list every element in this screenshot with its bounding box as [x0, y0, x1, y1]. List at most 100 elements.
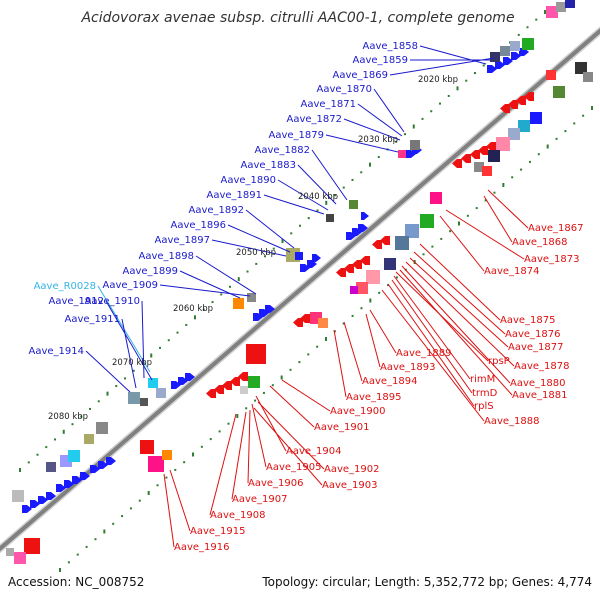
tick-mark	[377, 156, 380, 159]
forward-gene-label: Aave_1910	[85, 296, 141, 307]
reverse-gene-box	[240, 386, 248, 394]
leader-line	[343, 118, 401, 141]
forward-gene-label: Aave_1859	[353, 55, 409, 66]
leader-line	[257, 401, 325, 470]
tick-mark	[45, 446, 48, 449]
reverse-gene-arrow	[452, 159, 462, 168]
reverse-gene-box	[24, 538, 40, 554]
forward-gene-label: Aave_1912	[49, 296, 105, 307]
forward-gene-label: Aave_1890	[221, 175, 277, 186]
reverse-gene-box	[366, 270, 380, 284]
forward-gene-arrow	[22, 505, 32, 513]
forward-gene-arrow	[56, 484, 66, 492]
leader-line	[247, 409, 251, 484]
kbp-marker: 2080 kbp	[48, 412, 88, 422]
reverse-gene-box	[162, 450, 172, 460]
reverse-gene-box	[384, 258, 396, 270]
forward-gene-label: Aave_1897	[155, 235, 211, 246]
tick-mark	[299, 224, 301, 227]
leader-line	[281, 379, 331, 412]
tick-mark	[62, 429, 65, 434]
leader-line	[401, 265, 511, 384]
tick-mark	[194, 315, 196, 320]
reverse-gene-box	[430, 192, 442, 204]
tick-mark	[103, 529, 106, 534]
tick-mark	[71, 423, 74, 426]
reverse-gene-label: Aave_1900	[330, 406, 386, 417]
tick-mark	[89, 407, 91, 410]
tick-mark	[316, 209, 319, 212]
reverse-gene-arrow	[486, 142, 496, 151]
reverse-gene-arrow	[461, 154, 471, 163]
tick-mark	[138, 499, 141, 502]
tick-mark	[395, 276, 398, 279]
leader-line	[85, 350, 131, 393]
tick-mark	[333, 330, 336, 333]
forward-gene-labels: Aave_1858Aave_1859Aave_1869Aave_1870Aave…	[29, 41, 419, 357]
tick-mark	[106, 391, 109, 396]
leader-line	[105, 300, 153, 381]
tick-mark	[458, 221, 460, 226]
tick-mark	[342, 186, 345, 189]
forward-gene-box	[565, 0, 575, 8]
tick-mark	[591, 106, 593, 110]
forward-gene-label: Aave_1892	[189, 205, 245, 216]
reverse-gene-arrow	[500, 104, 510, 113]
tick-mark	[200, 445, 203, 448]
tick-mark	[280, 375, 283, 380]
forward-gene-arrow	[72, 476, 82, 484]
forward-gene-box	[68, 450, 80, 462]
leader-line	[387, 283, 475, 407]
tick-mark	[211, 301, 214, 304]
tick-mark	[112, 522, 115, 525]
forward-gene-box	[510, 41, 520, 51]
reverse-gene-label: Aave_1878	[514, 361, 570, 372]
leader-line	[395, 271, 489, 362]
reverse-gene-box	[530, 112, 542, 124]
reverse-gene-label: Aave_1902	[324, 464, 380, 475]
tick-mark	[202, 308, 205, 311]
reverse-gene-box	[583, 72, 593, 82]
tick-mark	[159, 346, 161, 349]
tick-mark	[165, 476, 168, 479]
tick-mark	[404, 133, 406, 136]
tick-mark	[493, 191, 496, 194]
forward-gene-box	[326, 214, 334, 222]
tick-mark	[150, 353, 153, 358]
reverse-gene-box	[140, 440, 154, 454]
reverse-gene-label: Aave_1881	[512, 390, 568, 401]
leader-line	[269, 385, 315, 428]
tick-mark	[59, 568, 61, 572]
leader-line	[369, 309, 397, 354]
tick-mark	[325, 200, 328, 205]
tick-mark	[316, 345, 319, 348]
forward-gene-box	[233, 298, 244, 309]
leader-line	[253, 407, 323, 486]
leader-line	[405, 261, 515, 367]
reverse-gene-arrow	[238, 372, 248, 381]
tick-mark	[289, 368, 292, 371]
reverse-gene-box	[575, 62, 587, 74]
reverse-gene-box	[248, 376, 260, 388]
kbp-marker: 2060 kbp	[173, 304, 213, 314]
tick-mark	[227, 422, 230, 425]
tick-mark	[412, 124, 415, 129]
forward-gene-arrow	[312, 254, 321, 262]
tick-mark	[281, 239, 284, 243]
forward-gene-label: Aave_1899	[123, 266, 179, 277]
leader-line	[195, 255, 257, 295]
tick-mark	[422, 253, 425, 256]
reverse-gene-label: Aave_1874	[484, 266, 540, 277]
forward-gene-arrow	[98, 461, 108, 469]
forward-gene-label: Aave_1879	[269, 130, 325, 141]
reverse-gene-box	[350, 286, 358, 294]
leader-line	[483, 195, 513, 243]
tick-mark	[342, 322, 345, 325]
tick-mark	[218, 430, 221, 433]
reverse-gene-box	[6, 548, 14, 556]
forward-gene-label: Aave_1883	[241, 160, 297, 171]
reverse-gene-label: Aave_1867	[528, 223, 584, 234]
reverse-gene-arrow	[230, 377, 240, 386]
forward-gene-box	[490, 52, 500, 62]
forward-gene-box	[546, 6, 558, 18]
